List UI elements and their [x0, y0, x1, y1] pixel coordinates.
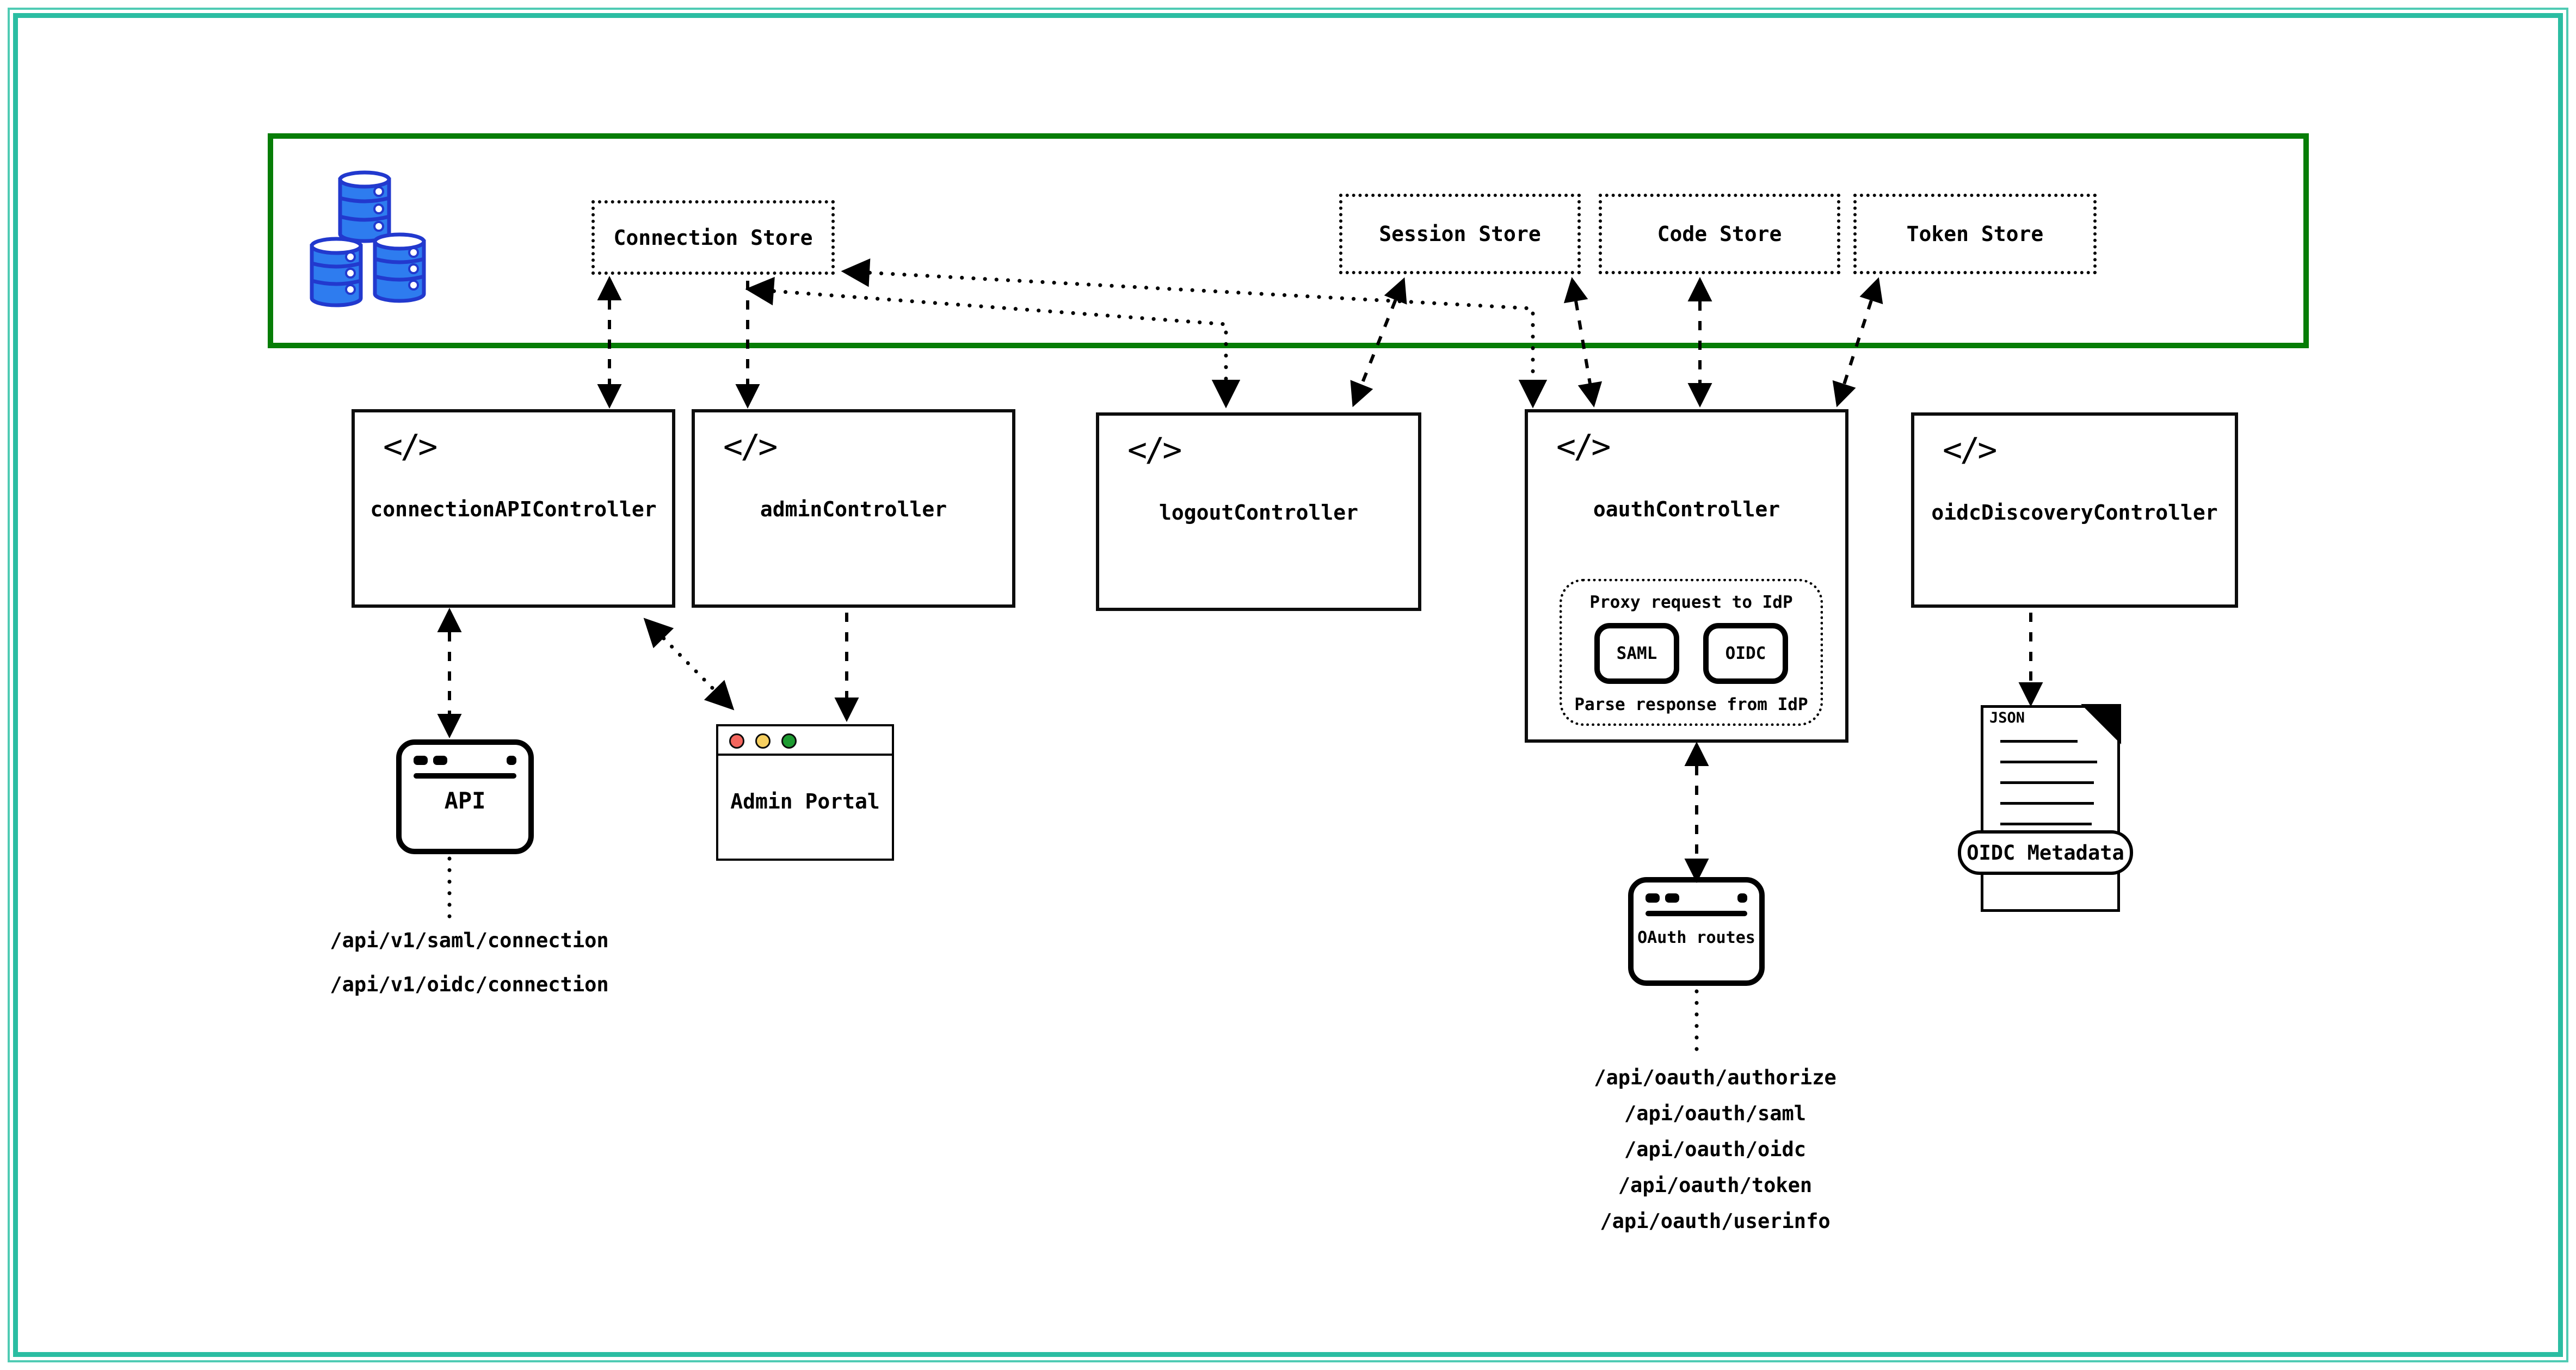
oidc-protocol-box: OIDC — [1703, 623, 1788, 684]
oauth-route: /api/oauth/oidc — [1624, 1138, 1807, 1161]
window-rule — [414, 773, 516, 779]
window-rule — [1646, 911, 1747, 916]
admin-controller-label: adminController — [760, 497, 947, 521]
oauth-controller-label: oauthController — [1593, 497, 1780, 521]
admin-portal-titlebar — [718, 726, 892, 756]
connection-store-label: Connection Store — [613, 225, 813, 250]
oidc-metadata-label: OIDC Metadata — [1958, 830, 2133, 875]
token-store-box: Token Store — [1853, 194, 2097, 274]
oauth-route: /api/oauth/token — [1618, 1174, 1813, 1197]
code-icon: </> — [383, 428, 437, 466]
token-store-label: Token Store — [1906, 222, 2044, 246]
connection-api-controller-label: connectionAPIController — [370, 497, 657, 521]
arrow-connectionapi-admin-portal — [643, 618, 735, 711]
admin-portal-label: Admin Portal — [730, 789, 880, 813]
doc-text-line — [2000, 823, 2092, 825]
admin-controller-box: </> adminController — [692, 409, 1015, 608]
oauth-window-label: OAuth routes — [1637, 928, 1755, 947]
oauth-route: /api/oauth/userinfo — [1600, 1209, 1831, 1233]
admin-portal-window: Admin Portal — [716, 724, 894, 861]
oauth-route: /api/oauth/authorize — [1594, 1066, 1837, 1089]
protocol-row: SAML OIDC — [1562, 623, 1820, 684]
oauth-routes-window-icon: OAuth routes — [1628, 877, 1765, 986]
window-dot — [1737, 893, 1747, 903]
code-icon: </> — [1556, 428, 1611, 466]
code-icon: </> — [723, 428, 778, 466]
api-route: /api/v1/saml/connection — [330, 929, 609, 952]
connection-store-box: Connection Store — [591, 200, 835, 275]
api-route: /api/v1/oidc/connection — [330, 973, 609, 996]
json-file-type-label: JSON — [1989, 709, 2025, 726]
window-dot — [507, 756, 516, 765]
maximize-traffic-light — [781, 733, 797, 749]
minimize-traffic-light — [755, 733, 771, 749]
connection-api-controller-box: </> connectionAPIController — [352, 409, 675, 608]
doc-text-line — [2000, 802, 2094, 805]
oidc-metadata-doc-icon: JSON OIDC Metadata — [1958, 704, 2133, 912]
doc-text-line — [2000, 781, 2094, 784]
oauth-route: /api/oauth/saml — [1624, 1102, 1807, 1125]
api-window-icon: API — [396, 739, 534, 854]
session-store-label: Session Store — [1379, 222, 1541, 246]
window-dot — [1646, 893, 1660, 903]
doc-text-line — [2000, 740, 2078, 743]
code-store-label: Code Store — [1657, 222, 1782, 246]
doc-text-line — [2000, 761, 2097, 763]
window-dot — [433, 756, 447, 765]
idp-proxy-box: Proxy request to IdP SAML OIDC Parse res… — [1560, 579, 1823, 726]
session-store-box: Session Store — [1339, 194, 1581, 274]
logout-controller-box: </> logoutController — [1096, 412, 1421, 611]
code-icon: </> — [1127, 431, 1182, 469]
database-cylinders-icon — [310, 170, 426, 307]
parse-response-label: Parse response from IdP — [1574, 695, 1808, 714]
oidc-discovery-controller-label: oidcDiscoveryController — [1931, 501, 2218, 524]
api-window-label: API — [444, 787, 486, 814]
code-icon: </> — [1943, 431, 1997, 469]
proxy-request-label: Proxy request to IdP — [1589, 593, 1793, 612]
saml-protocol-box: SAML — [1594, 623, 1679, 684]
window-dot — [414, 756, 428, 765]
api-routes-list: /api/v1/saml/connection /api/v1/oidc/con… — [322, 918, 617, 1007]
oauth-routes-list: /api/oauth/authorize /api/oauth/saml /ap… — [1563, 1060, 1868, 1239]
oauth-controller-box: </> oauthController Proxy request to IdP… — [1525, 409, 1848, 743]
folded-corner-icon — [2081, 704, 2121, 744]
oidc-discovery-controller-box: </> oidcDiscoveryController — [1911, 412, 2238, 608]
code-store-box: Code Store — [1599, 194, 1840, 274]
logout-controller-label: logoutController — [1158, 501, 1359, 524]
window-dot — [1665, 893, 1679, 903]
close-traffic-light — [729, 733, 744, 749]
